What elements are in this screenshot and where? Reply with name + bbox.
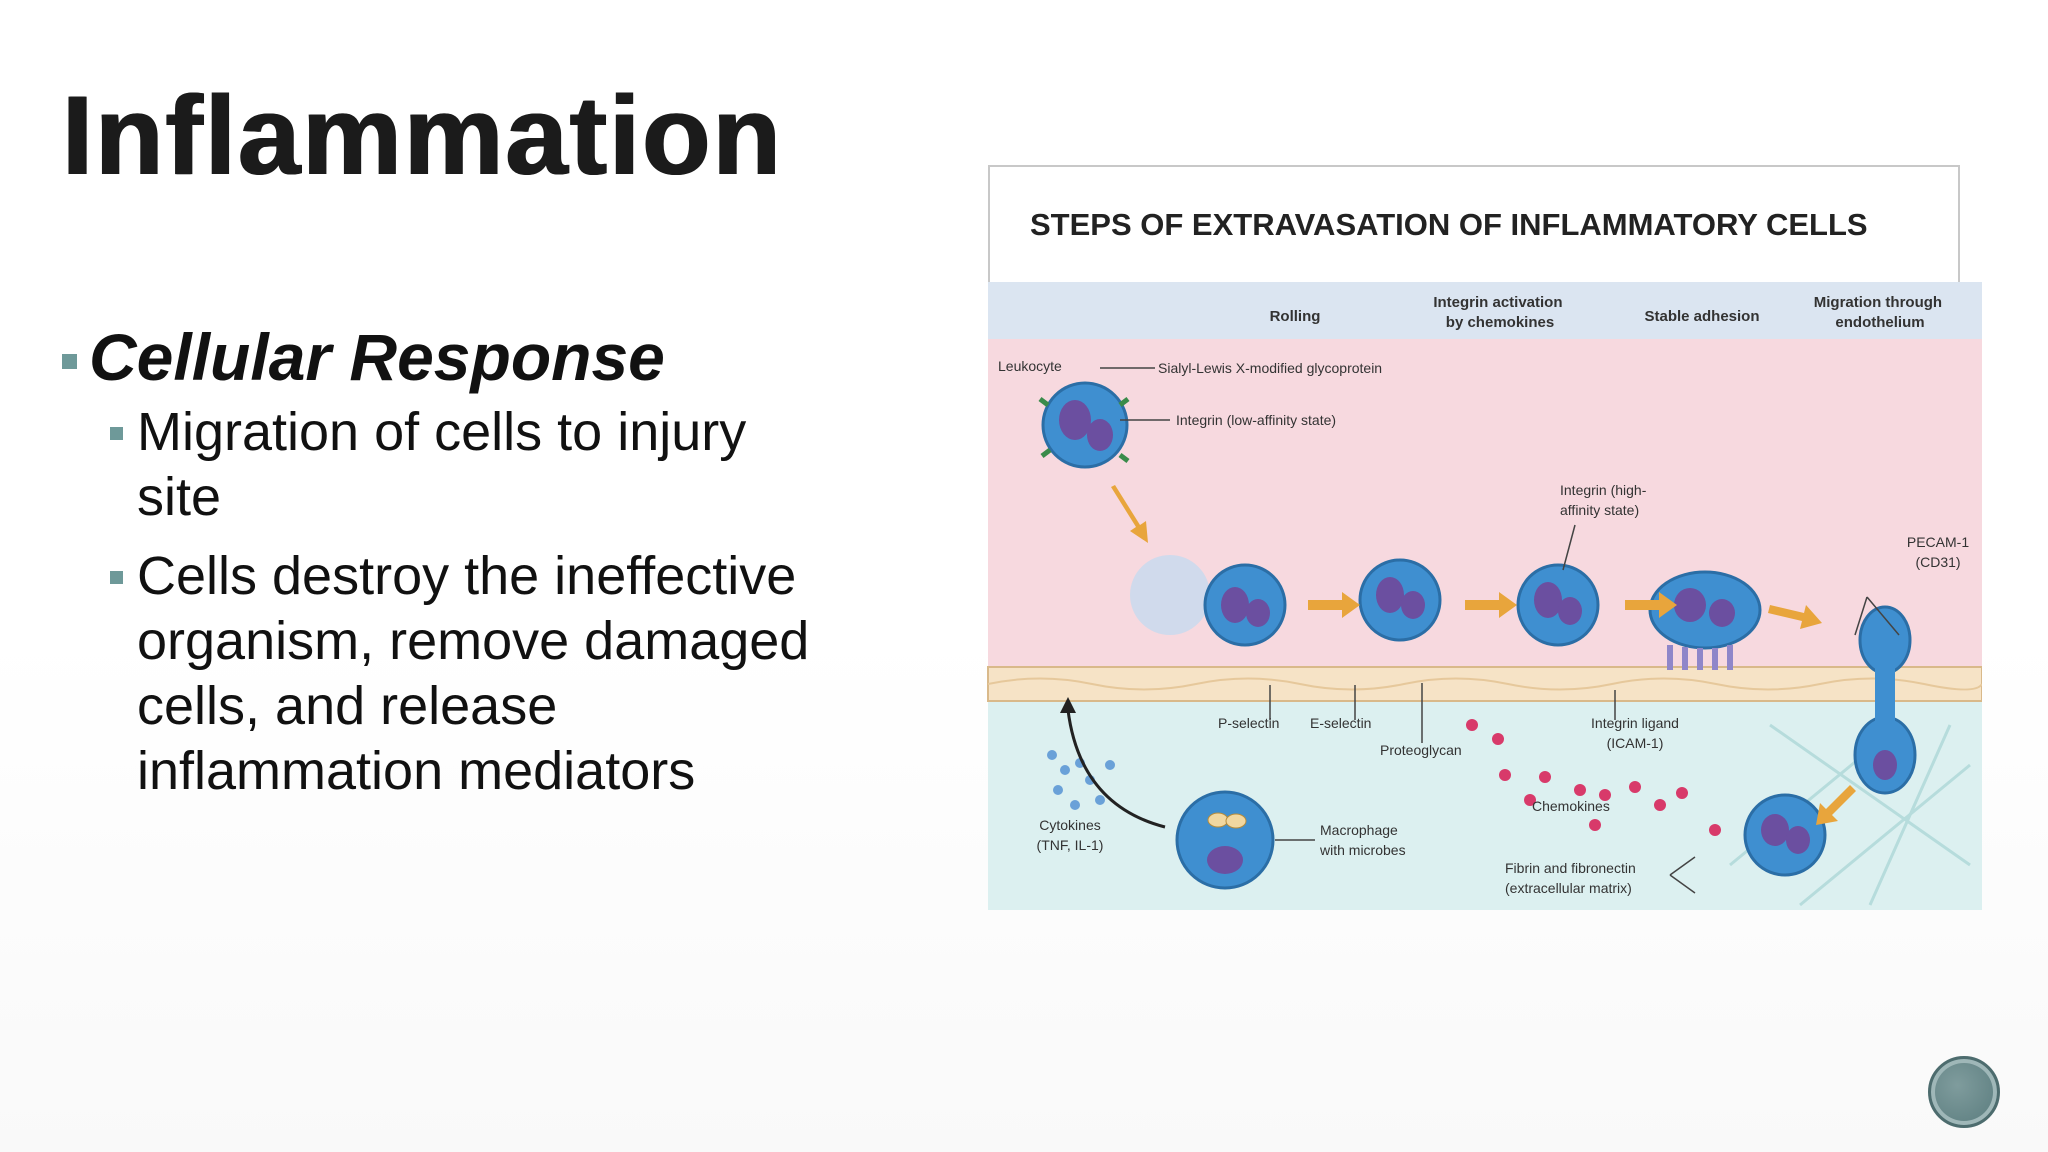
bullet-line: Cells destroy the ineffective: [137, 545, 797, 606]
bullet-level2: Cells destroy the ineffective organism, …: [110, 544, 902, 804]
bullet-square-icon: [110, 426, 123, 440]
bullet-line: site: [137, 466, 222, 527]
bullet-line: Migration of cells to injury: [137, 401, 747, 462]
label-chemokines: Chemokines: [1532, 798, 1610, 814]
cytokine-arrowhead: [1060, 697, 1076, 713]
section-heading: Cellular Response: [89, 320, 665, 394]
label-integrin-low: Integrin (low-affinity state): [1176, 412, 1336, 428]
ghost-cell: [1130, 555, 1210, 635]
label-integrin-ligand: Integrin ligand(ICAM-1): [1591, 715, 1679, 751]
stage-band: [988, 282, 1982, 339]
label-pecam: PECAM-1(CD31): [1907, 534, 1969, 570]
label-sialyl: Sialyl-Lewis X-modified glycoprotein: [1158, 360, 1382, 376]
navigation-button[interactable]: [1928, 1056, 2000, 1128]
bullet-level1: Cellular Response: [62, 320, 902, 396]
high-affinity-cell: [1516, 563, 1600, 647]
tissue-cell: [1743, 793, 1827, 877]
vessel-lumen: [988, 339, 1982, 679]
stage-label-adhesion: Stable adhesion: [1644, 308, 1759, 325]
rolling-cell: [1203, 563, 1287, 647]
label-fibrin: Fibrin and fibronectin(extracellular mat…: [1505, 860, 1636, 896]
bullet-square-icon: [110, 570, 123, 584]
activation-cell: [1358, 558, 1442, 642]
bullet-level2: Migration of cells to injury site: [110, 400, 902, 530]
bullet-square-icon: [62, 354, 77, 369]
label-p-selectin: P-selectin: [1218, 715, 1279, 731]
stage-label-rolling: Rolling: [1270, 308, 1321, 325]
endothelium: [987, 666, 1982, 702]
label-e-selectin: E-selectin: [1310, 715, 1371, 731]
extravasation-diagram: Rolling Integrin activation by chemokine…: [987, 282, 1982, 910]
tissue-area: [988, 700, 1982, 910]
slide-title: Inflammation: [62, 73, 783, 198]
migrating-cell: [1853, 605, 1917, 795]
leader-lines: [1100, 367, 1900, 894]
bullet-text: Cells destroy the ineffective organism, …: [137, 544, 809, 804]
figure-header: STEPS OF EXTRAVASATION OF INFLAMMATORY C…: [988, 165, 1960, 283]
bullet-list: Cellular Response Migration of cells to …: [62, 320, 902, 804]
label-proteoglycan: Proteoglycan: [1380, 742, 1462, 758]
label-cytokines: Cytokines(TNF, IL-1): [1037, 817, 1104, 853]
process-arrows: [1111, 485, 1856, 825]
macrophage-cell: [1175, 790, 1275, 890]
extravasation-figure: STEPS OF EXTRAVASATION OF INFLAMMATORY C…: [970, 165, 1982, 910]
label-integrin-high: Integrin (high-affinity state): [1560, 482, 1647, 518]
bullet-line: organism, remove damaged: [137, 610, 810, 671]
bullet-text: Migration of cells to injury site: [137, 400, 746, 530]
chemokine-dots: [1466, 719, 1721, 836]
cytokine-dots: [1047, 750, 1115, 810]
stage-label-activation: Integrin activation by chemokines: [1433, 294, 1566, 331]
cytokine-arrow: [1066, 709, 1166, 829]
bullet-line: inflammation mediators: [137, 740, 696, 801]
leukocyte-cell: [1038, 381, 1130, 469]
label-leukocyte: Leukocyte: [998, 358, 1062, 374]
bullet-line: cells, and release: [137, 675, 558, 736]
stable-adhesion-cell: [1648, 570, 1762, 670]
stage-label-migration: Migration through endothelium: [1814, 294, 1946, 331]
figure-title: STEPS OF EXTRAVASATION OF INFLAMMATORY C…: [1030, 207, 1868, 242]
